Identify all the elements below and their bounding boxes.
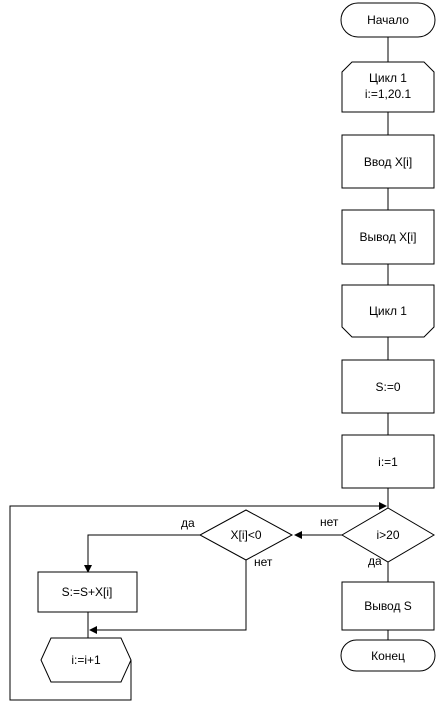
output-s-label: Вывод S xyxy=(364,599,412,613)
input-label: Ввод X[i] xyxy=(364,155,412,169)
loopback-connector xyxy=(9,502,387,701)
cond-i-diamond xyxy=(341,507,435,563)
end-label: Конец xyxy=(371,649,405,663)
loop-open-label-2: i:=1,20.1 xyxy=(365,87,412,101)
sum-block xyxy=(37,571,138,613)
init-s-block xyxy=(341,359,435,414)
increment-label: i:=i+1 xyxy=(71,653,101,667)
label-no-down: нет xyxy=(254,555,273,569)
connector-cond-x-yes xyxy=(84,534,200,573)
start-terminal xyxy=(340,2,436,38)
sum-label: S:=S+X[i] xyxy=(62,585,113,599)
start-label: Начало xyxy=(367,13,409,27)
end-terminal xyxy=(340,639,436,672)
cond-x-label: X[i]<0 xyxy=(230,528,261,542)
label-no-right: нет xyxy=(320,515,339,529)
output-x-block xyxy=(341,209,435,265)
output-x-label: Вывод X[i] xyxy=(360,230,417,244)
init-i-label: i:=1 xyxy=(378,455,398,469)
output-s-block xyxy=(341,581,435,631)
connector-cond-x-no xyxy=(89,560,247,634)
loop-close-block xyxy=(341,284,435,338)
cond-i-label: i>20 xyxy=(376,528,399,542)
increment-hexagon xyxy=(40,637,132,683)
label-yes-down: да xyxy=(368,554,382,568)
init-s-label: S:=0 xyxy=(375,380,400,394)
init-i-block xyxy=(341,434,435,489)
loop-close-label: Цикл 1 xyxy=(369,304,407,318)
cond-x-diamond xyxy=(198,509,294,561)
input-block xyxy=(341,134,435,189)
loop-open-label-1: Цикл 1 xyxy=(369,71,407,85)
loop-open-block xyxy=(341,61,435,113)
label-yes-left: да xyxy=(181,516,195,530)
